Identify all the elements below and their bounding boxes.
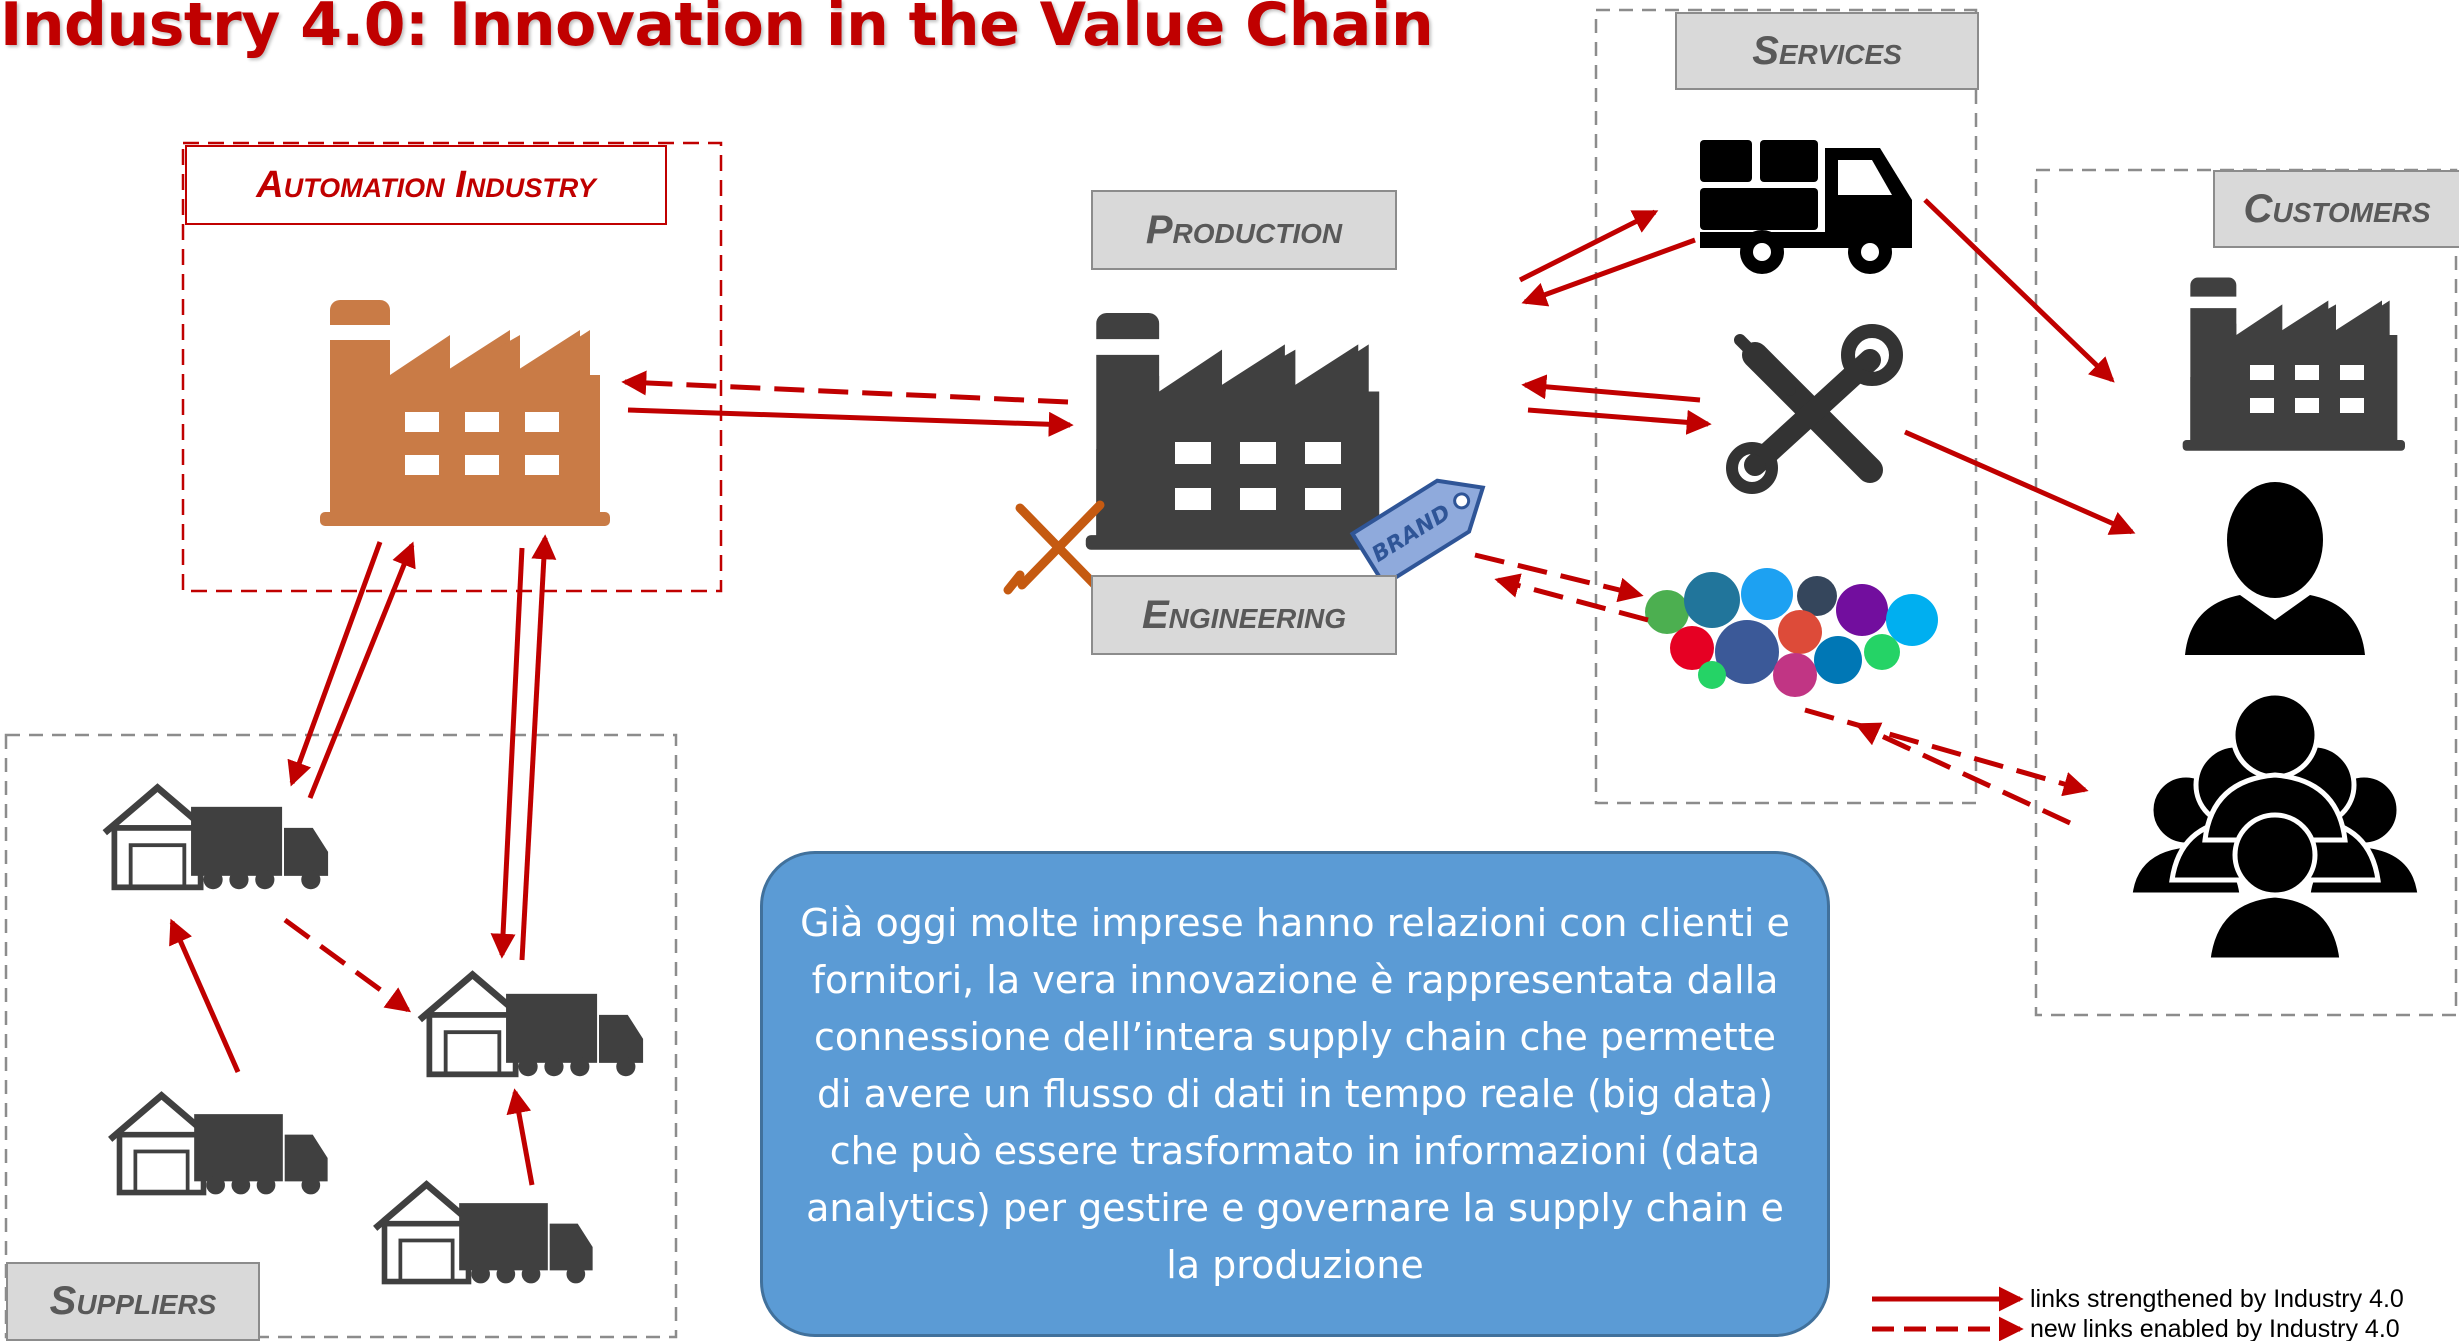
link-supplier-1-to-automation — [307, 541, 416, 799]
supplier-warehouse-truck-icon — [110, 1095, 327, 1194]
link-automation-to-supplier-2 — [490, 547, 525, 959]
tools-icon — [1726, 324, 1903, 494]
delivery-truck-icon — [1700, 140, 1912, 274]
automation-factory-windows — [405, 412, 559, 475]
callout-text: Già oggi molte imprese hanno relazioni c… — [800, 900, 1790, 1287]
link-production-to-tools — [1527, 407, 1712, 435]
production-label: Production — [1091, 190, 1397, 270]
ruler-pencil-icon — [1003, 500, 1105, 595]
link-supplier-2-to-automation — [519, 534, 557, 961]
customer-factory-windows — [2250, 365, 2364, 413]
social-media-icon — [1645, 568, 1938, 697]
legend-dashed-arrow — [1872, 1316, 2024, 1341]
production-factory-windows — [1175, 442, 1341, 510]
info-callout: Già oggi molte imprese hanno relazioni c… — [760, 851, 1830, 1337]
automation-region — [181, 141, 723, 593]
legend-dashed: new links enabled by Industry 4.0 — [1870, 1315, 2459, 1341]
link-production-to-truck — [1518, 209, 1659, 283]
link-automation-to-supplier-1 — [287, 541, 383, 787]
link-group-to-social — [1854, 722, 2072, 826]
link-supplier-3-to-supplier-1 — [169, 918, 241, 1074]
person-icon — [2185, 482, 2365, 655]
link-truck-to-customer-factory — [1923, 198, 2115, 383]
link-social-to-production — [1494, 573, 1649, 623]
production-factory-icon — [1085, 312, 1390, 550]
dashed-links — [283, 370, 2089, 1013]
automation-industry-label: Automation Industry — [185, 145, 667, 225]
link-supplier-4-to-supplier-2 — [506, 1088, 535, 1186]
legend-solid-text: links strengthened by Industry 4.0 — [2030, 1285, 2404, 1313]
link-supplier-1-to-supplier-2 — [283, 917, 412, 1013]
customer-factory-icon — [2182, 277, 2405, 451]
supplier-warehouse-truck-icon — [375, 1184, 592, 1283]
services-label: Services — [1675, 12, 1979, 90]
page-title: Industry 4.0: Innovation in the Value Ch… — [0, 0, 1434, 60]
legend-dashed-text: new links enabled by Industry 4.0 — [2030, 1315, 2400, 1341]
solid-links — [169, 198, 2136, 1186]
customers-label: Customers — [2213, 170, 2459, 248]
link-tools-to-person — [1903, 429, 2136, 535]
link-tools-to-production — [1521, 374, 1701, 403]
services-region — [1594, 8, 1978, 805]
link-truck-to-production — [1521, 237, 1696, 307]
link-automation-to-production — [627, 407, 1074, 437]
legend-solid: links strengthened by Industry 4.0 — [1870, 1285, 2459, 1313]
suppliers-region — [4, 733, 678, 1339]
link-production-to-social — [1474, 552, 1644, 603]
link-social-to-group — [1804, 707, 2089, 797]
engineering-label: Engineering — [1091, 575, 1397, 655]
group-icon — [2127, 690, 2423, 963]
supplier-warehouse-truck-icon — [105, 788, 328, 890]
link-production-to-automation — [621, 370, 1069, 405]
suppliers-label: Suppliers — [6, 1262, 260, 1341]
supplier-warehouse-truck-icon — [420, 975, 643, 1077]
legend: links strengthened by Industry 4.0 new l… — [1870, 1285, 2459, 1341]
legend-solid-arrow — [1872, 1286, 2024, 1312]
